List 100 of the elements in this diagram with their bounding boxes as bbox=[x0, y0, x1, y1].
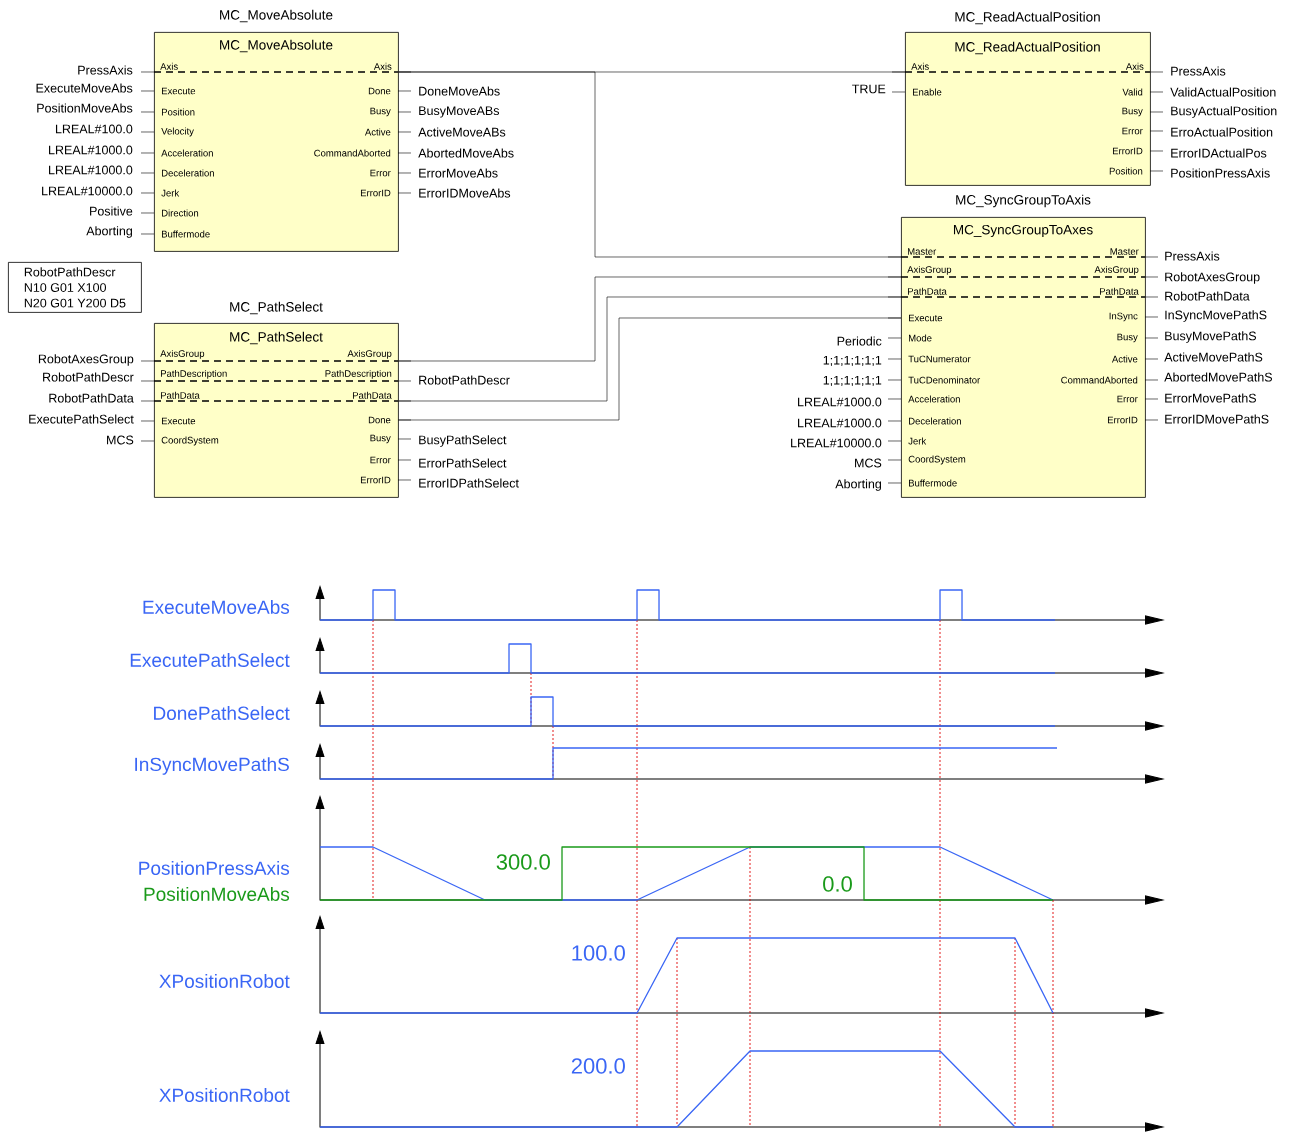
variable-label: ErrorIDActualPos bbox=[1171, 148, 1267, 158]
variable-label: BusyPathSelect bbox=[419, 435, 507, 447]
variable-label: LREAL#10000.0 bbox=[791, 438, 882, 448]
variable-label: TRUE bbox=[852, 84, 886, 94]
signal-name: InSyncMovePathS bbox=[135, 757, 289, 775]
pin-label: CommandAborted bbox=[1061, 376, 1138, 384]
variable-label: 1;1;1;1;1;1 bbox=[823, 375, 882, 387]
pin-label: Execute bbox=[909, 314, 943, 322]
pin-label: TuCDenominator bbox=[908, 376, 981, 384]
pin-label: Done bbox=[368, 416, 391, 424]
variable-label: LREAL#1000.0 bbox=[798, 397, 882, 407]
variable-label: ValidActualPosition bbox=[1170, 87, 1276, 97]
pin-label: TuCNumerator bbox=[908, 355, 971, 363]
pin-label: Axis bbox=[1125, 62, 1144, 70]
function-block bbox=[891, 11, 1164, 186]
variable-label: PositionMoveAbs bbox=[37, 103, 133, 113]
variable-label: RobotPathData bbox=[1165, 291, 1250, 301]
variable-label: PressAxis bbox=[1171, 66, 1226, 76]
value-label: 200.0 bbox=[571, 1058, 625, 1074]
variable-label: ErrorMovePathS bbox=[1165, 393, 1257, 403]
pin-label: AxisGroup bbox=[347, 349, 392, 359]
pin-label: PathDescription bbox=[161, 369, 227, 379]
pin-label: Valid bbox=[1122, 88, 1143, 96]
pin-label: InSync bbox=[1109, 312, 1138, 322]
pin-label: Done bbox=[368, 87, 391, 95]
wire bbox=[398, 71, 902, 258]
variable-label: ExecuteMoveAbs bbox=[36, 83, 133, 93]
variable-label: RobotPathData bbox=[49, 393, 134, 403]
variable-label: ErrorIDMoveAbs bbox=[419, 188, 511, 198]
block-name: MC_ReadActualPosition bbox=[955, 41, 1100, 55]
variable-label: AbortedMovePathS bbox=[1164, 372, 1273, 382]
pin-label: PathDescription bbox=[325, 369, 392, 379]
pin-label: Execute bbox=[162, 87, 196, 95]
variable-label: PressAxis bbox=[78, 65, 133, 75]
pin-label: Error bbox=[370, 169, 391, 177]
function-block bbox=[140, 9, 412, 252]
variable-label: ErrorIDMovePathS bbox=[1165, 414, 1269, 424]
variable-label: BusyMoveABs bbox=[419, 106, 500, 118]
variable-label: ActiveMoveABs bbox=[418, 127, 506, 137]
function-block bbox=[140, 301, 412, 498]
pin-label: CoordSystem bbox=[161, 436, 219, 446]
signal-name: XPositionRobot bbox=[159, 1088, 290, 1102]
pin-label: Busy bbox=[370, 434, 391, 444]
variable-label: Positive bbox=[90, 206, 133, 216]
variable-label: LREAL#1000.0 bbox=[49, 165, 133, 175]
pin-label: Acceleration bbox=[161, 149, 213, 157]
pin-label: Buffermode bbox=[162, 230, 210, 238]
pin-label: PathData bbox=[1100, 287, 1139, 295]
variable-label: LREAL#1000.0 bbox=[49, 145, 133, 155]
variable-label: PositionPressAxis bbox=[1171, 168, 1270, 178]
wire bbox=[398, 296, 902, 402]
variable-label: Periodic bbox=[837, 336, 882, 346]
pin-label: CommandAborted bbox=[314, 149, 391, 157]
pin-label: Error bbox=[1122, 127, 1143, 135]
pin-label: ErrorID bbox=[1108, 416, 1138, 424]
variable-label: ExecutePathSelect bbox=[29, 414, 134, 424]
variable-label: ErroActualPosition bbox=[1171, 127, 1273, 137]
variable-label: 1;1;1;1;1;1 bbox=[823, 355, 882, 367]
pin-label: Error bbox=[1117, 395, 1138, 403]
pin-label: Active bbox=[1111, 355, 1138, 363]
pin-label: PathData bbox=[908, 287, 947, 295]
wire bbox=[398, 317, 902, 421]
pin-label: Master bbox=[1110, 248, 1139, 255]
variable-label: RobotPathDescr bbox=[43, 372, 134, 382]
signal-name: ExecutePathSelect bbox=[130, 653, 290, 667]
block-name: MC_SyncGroupToAxes bbox=[953, 224, 1093, 238]
pin-label: Error bbox=[370, 456, 391, 464]
note-box: RobotPathDescr N10 G01 X100 N20 G01 Y200 D5 bbox=[8, 262, 142, 313]
signal-name: XPositionRobot bbox=[159, 974, 290, 988]
variable-label: DoneMoveAbs bbox=[419, 86, 500, 96]
pin-label: Active bbox=[364, 128, 391, 136]
pin-label: Acceleration bbox=[908, 395, 960, 403]
pin-label: Busy bbox=[370, 107, 391, 117]
variable-label: MCS bbox=[107, 435, 134, 445]
pin-label: Axis bbox=[911, 62, 929, 70]
pin-label: Jerk bbox=[161, 189, 180, 197]
pin-label: ErrorID bbox=[1113, 147, 1143, 155]
pin-label: Axis bbox=[373, 62, 392, 70]
value-label: 300.0 bbox=[496, 854, 550, 870]
variable-label: LREAL#100.0 bbox=[56, 124, 133, 134]
block-title: MC_MoveAbsolute bbox=[220, 9, 333, 23]
pin-label: Deceleration bbox=[909, 417, 961, 425]
pin-label: Execute bbox=[162, 417, 196, 425]
pin-label: Deceleration bbox=[162, 169, 214, 177]
variable-label: LREAL#1000.0 bbox=[798, 418, 882, 428]
signal-name: DonePathSelect bbox=[154, 706, 290, 720]
variable-label: RobotAxesGroup bbox=[38, 354, 134, 366]
variable-label: RobotAxesGroup bbox=[1165, 272, 1260, 284]
pin-label: AxisGroup bbox=[1094, 265, 1139, 275]
pin-label: Buffermode bbox=[909, 479, 957, 487]
variable-label: Aborting bbox=[86, 226, 132, 238]
block-name: MC_MoveAbsolute bbox=[220, 39, 333, 53]
pin-label: ErrorID bbox=[361, 476, 391, 484]
variable-label: Aborting bbox=[835, 479, 881, 491]
wire bbox=[398, 276, 902, 362]
variable-label: BusyActualPosition bbox=[1171, 106, 1277, 118]
variable-label: LREAL#10000.0 bbox=[42, 186, 133, 196]
value-label: 100.0 bbox=[572, 945, 625, 961]
pin-label: Position bbox=[1109, 167, 1143, 175]
pin-label: Axis bbox=[160, 62, 178, 70]
